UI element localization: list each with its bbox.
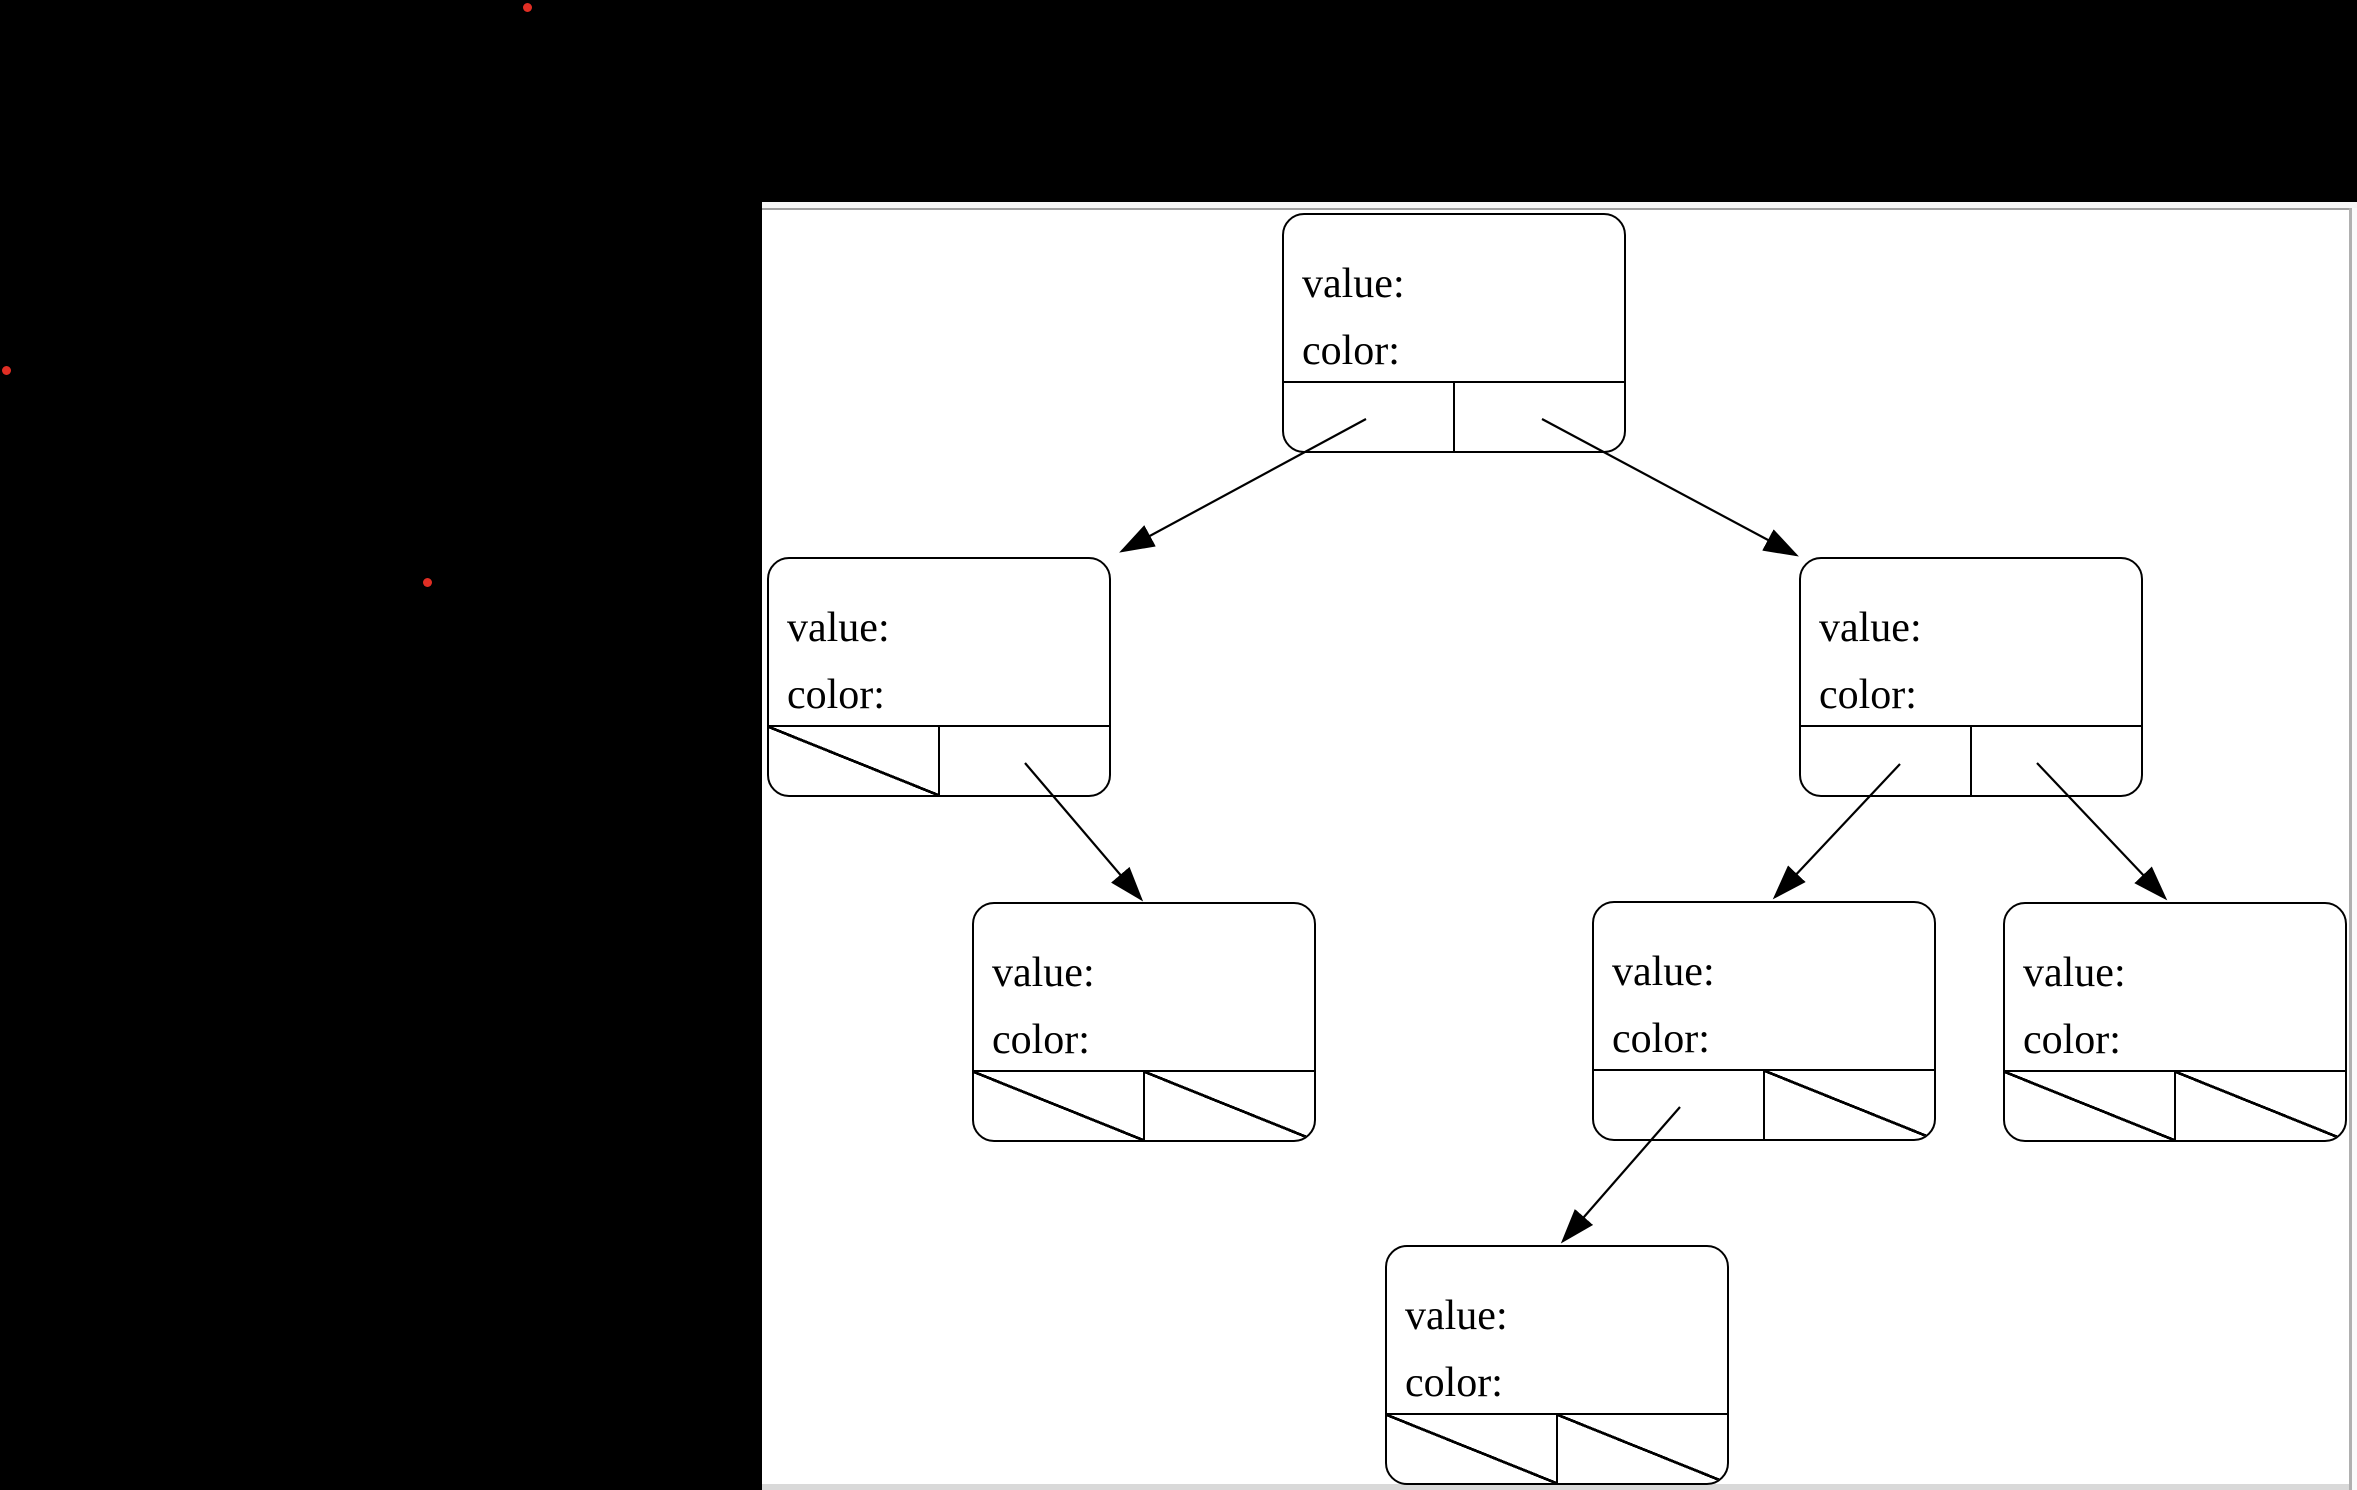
pointer-row [769,724,1109,796]
red-dot-2 [1,365,11,375]
left-pointer-cell [1801,726,1972,795]
value-label: value: [1302,261,1405,307]
node-fields: value: color: [1284,215,1624,381]
value-field: value: [787,595,1109,662]
node-fields: value: color: [974,904,1314,1070]
color-field: color: [1612,1006,1934,1073]
right-pointer-cell [1145,1071,1314,1140]
pointer-row [1284,380,1624,452]
value-field: value: [1302,251,1624,318]
color-field: color: [787,662,1109,729]
value-field: value: [2023,940,2345,1007]
page-right-margin [2352,208,2357,1490]
right-pointer-cell [1972,727,2141,796]
node-fields: value: color: [1594,903,1934,1069]
node-fields: value: color: [769,559,1109,725]
color-field: color: [992,1007,1314,1074]
tree-node-right-left: value: color: [1592,901,1936,1141]
tree-node-root: value: color: [1282,213,1626,453]
color-field: color: [1302,318,1624,385]
right-pointer-cell [2176,1071,2345,1140]
left-pointer-cell [769,726,940,795]
node-fields: value: color: [2005,904,2345,1070]
color-label: color: [1405,1360,1503,1406]
pointer-row [1387,1412,1727,1483]
color-label: color: [2023,1017,2121,1063]
value-field: value: [1819,595,2141,662]
pointer-row [974,1069,1314,1140]
right-pointer-cell [1765,1070,1934,1139]
left-pointer-cell [974,1071,1145,1140]
tree-node-left: value: color: [767,557,1111,797]
tree-node-right-right: value: color: [2003,902,2347,1142]
color-label: color: [1612,1016,1710,1062]
red-dot-3 [422,577,432,587]
pointer-row [1801,724,2141,796]
left-pointer-cell [1284,382,1455,451]
page-top-strip [762,202,2357,210]
left-pointer-cell [1594,1070,1765,1139]
value-label: value: [2023,950,2126,996]
right-pointer-cell [1455,383,1624,452]
color-field: color: [1819,662,2141,729]
value-field: value: [1405,1283,1727,1350]
tree-node-right: value: color: [1799,557,2143,797]
value-field: value: [1612,939,1934,1006]
value-label: value: [1612,949,1715,995]
color-label: color: [1302,328,1400,374]
right-pointer-cell [940,727,1109,796]
right-pointer-cell [1558,1414,1727,1483]
left-pointer-cell [2005,1071,2176,1140]
node-fields: value: color: [1387,1247,1727,1413]
value-label: value: [1819,605,1922,651]
color-field: color: [2023,1007,2345,1074]
color-label: color: [1819,672,1917,718]
tree-node-right-left-left: value: color: [1385,1245,1729,1485]
value-label: value: [787,605,890,651]
page-bottom-strip [762,1484,2357,1490]
pointer-row [2005,1069,2345,1140]
page-right-edge-line [2349,208,2352,1490]
value-label: value: [992,950,1095,996]
color-field: color: [1405,1350,1727,1417]
color-label: color: [787,672,885,718]
tree-node-left-right: value: color: [972,902,1316,1142]
pointer-row [1594,1068,1934,1139]
left-pointer-cell [1387,1414,1558,1483]
red-dot-1 [522,2,532,12]
value-label: value: [1405,1293,1508,1339]
color-label: color: [992,1017,1090,1063]
value-field: value: [992,940,1314,1007]
node-fields: value: color: [1801,559,2141,725]
